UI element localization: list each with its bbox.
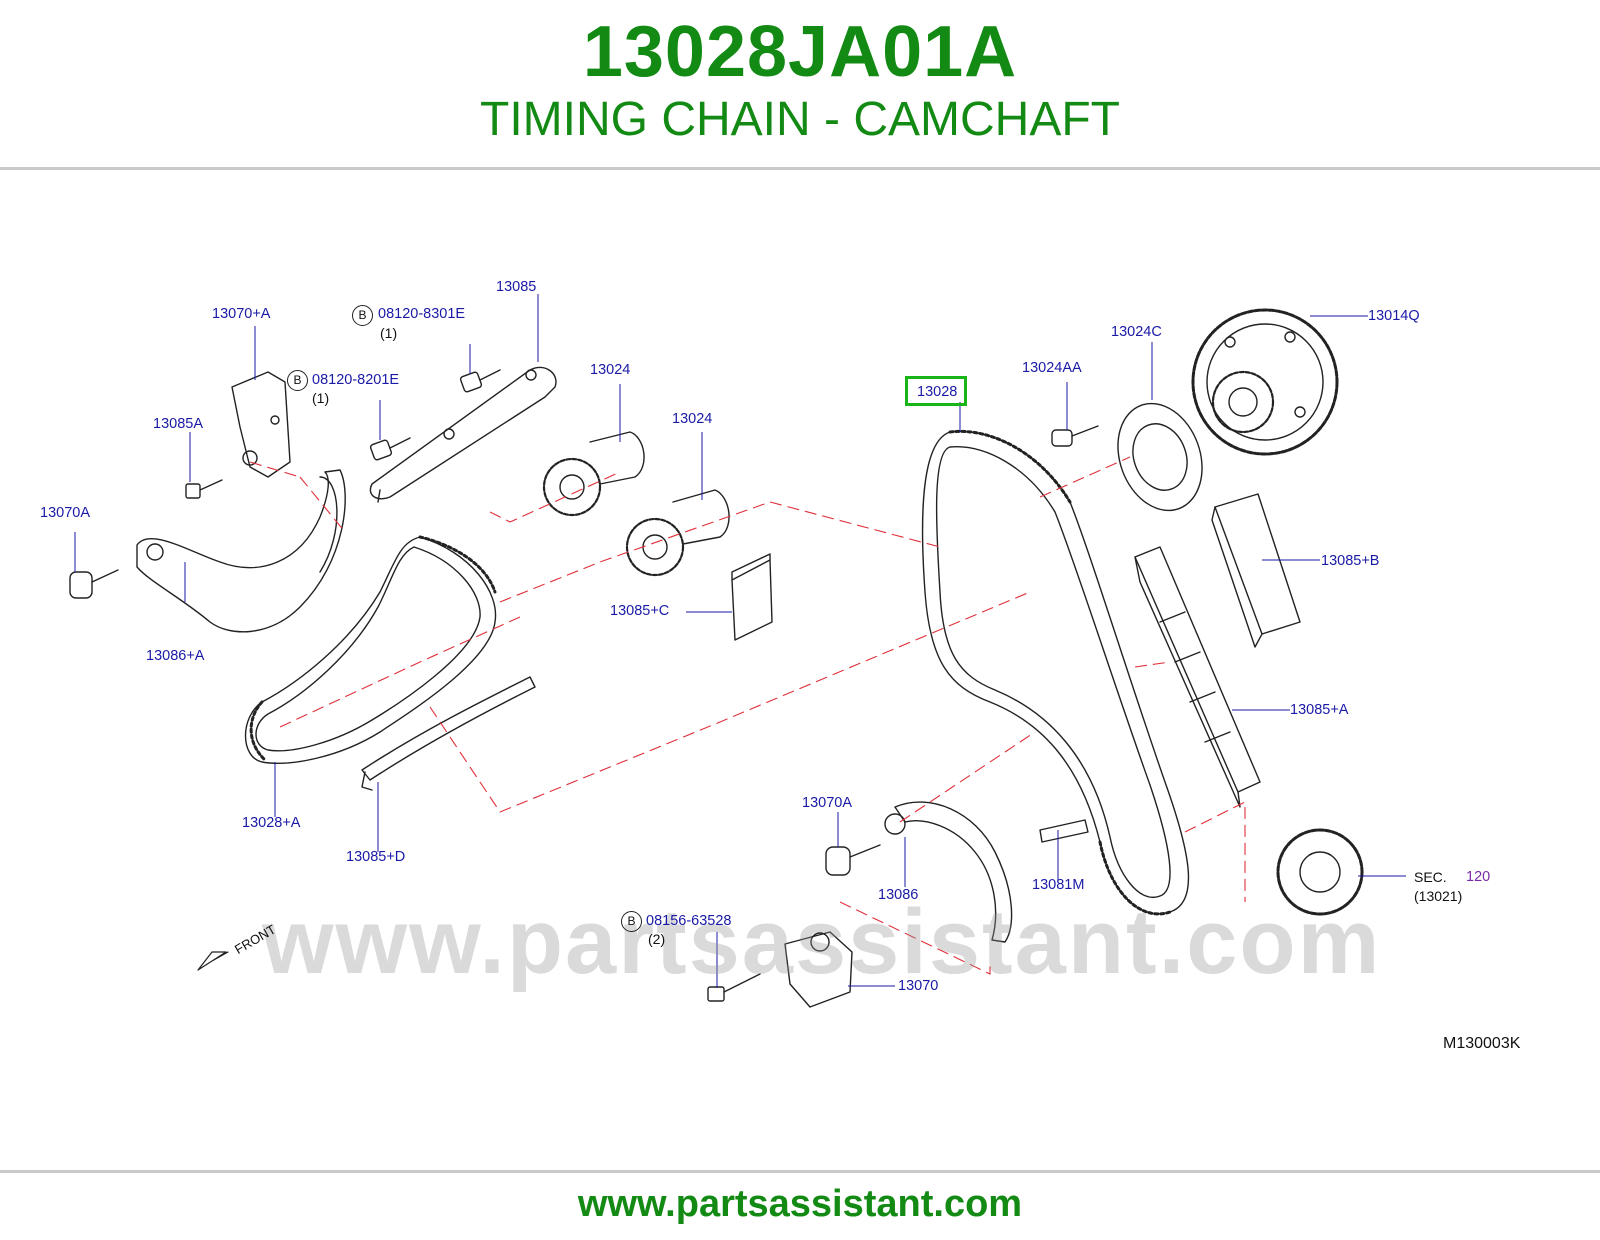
callout-08156-63528[interactable]: 08156-63528 <box>646 913 732 929</box>
assembly-dash-lines <box>249 456 1246 975</box>
callout-13085-c[interactable]: 13085+C <box>610 603 670 619</box>
callout-13070a-lower[interactable]: 13070A <box>802 795 852 811</box>
callout-13024c[interactable]: 13024C <box>1111 324 1162 340</box>
main-timing-chain <box>921 429 1190 916</box>
bolts-left <box>69 369 501 599</box>
part-group-subtitle: TIMING CHAIN - CAMCHAFT <box>480 93 1120 146</box>
part-number-title: 13028JA01A <box>582 12 1018 92</box>
upper-guide <box>369 366 557 503</box>
bolt-badge-icon: B <box>621 911 642 932</box>
bolt-13070a-lower <box>825 844 881 876</box>
footer-site-link[interactable]: www.partsassistant.com <box>577 1183 1023 1225</box>
callout-13024aa[interactable]: 13024AA <box>1022 360 1082 376</box>
left-sprockets <box>542 431 730 577</box>
callout-13014q[interactable]: 13014Q <box>1368 308 1420 324</box>
callout-13085-d[interactable]: 13085+D <box>346 849 406 865</box>
left-timing-chain <box>244 535 497 764</box>
callout-13086[interactable]: 13086 <box>878 887 919 903</box>
callout-13024-upper[interactable]: 13024 <box>590 362 631 378</box>
callout-13070-a[interactable]: 13070+A <box>212 306 271 322</box>
tensioner-arm-left <box>136 469 346 633</box>
highlighted-part-box[interactable]: 13028 <box>905 376 967 406</box>
chain-tensioner-lower <box>784 931 853 1008</box>
watermark-text: www.partsassistant.com <box>262 891 1382 993</box>
callout-13081m[interactable]: 13081M <box>1032 877 1085 893</box>
callout-13085-a[interactable]: 13085+A <box>1290 702 1349 718</box>
parts-diagram: www.partsassistant.com 13070+A B 08120-8… <box>0 262 1600 1082</box>
bolt-08156 <box>707 973 761 1002</box>
sec-label: SEC. <box>1414 869 1447 885</box>
guide-13085b <box>1211 493 1301 648</box>
left-lower-guide <box>361 676 536 791</box>
chain-tensioner-left <box>231 371 291 478</box>
callout-13070[interactable]: 13070 <box>898 978 939 994</box>
qty-08120-8201e: (1) <box>312 390 330 406</box>
bolt-badge-icon: B <box>352 305 373 326</box>
crank-sprocket <box>1276 828 1364 916</box>
callout-13085a[interactable]: 13085A <box>153 416 203 432</box>
bolt-13024aa <box>1051 425 1099 447</box>
sec-reference: (13021) <box>1414 888 1463 904</box>
callout-08120-8301e[interactable]: 08120-8301E <box>378 306 466 322</box>
tensioner-shoe-13086 <box>884 801 1013 943</box>
header-divider <box>0 167 1600 170</box>
qty-08156-63528: (2) <box>648 931 666 947</box>
callout-leaders <box>74 294 1406 988</box>
bolt-badge-icon: B <box>287 370 308 391</box>
callout-13085[interactable]: 13085 <box>496 279 537 295</box>
callout-13070a-left[interactable]: 13070A <box>40 505 90 521</box>
diagram-code: M130003K <box>1443 1035 1521 1052</box>
callout-08120-8201e[interactable]: 08120-8201E <box>312 372 400 388</box>
guide-bracket-13085c <box>731 553 773 641</box>
callout-13085-b[interactable]: 13085+B <box>1321 553 1380 569</box>
callout-13028[interactable]: 13028 <box>917 384 958 400</box>
callout-13086-a[interactable]: 13086+A <box>146 648 205 664</box>
footer-divider <box>0 1170 1600 1173</box>
pin-13081m <box>1039 819 1089 843</box>
guide-13085a <box>1134 546 1261 808</box>
front-arrow <box>197 951 229 971</box>
page-header: 13028JA01A TIMING CHAIN - CAMCHAFT <box>0 0 1600 170</box>
sec-number-link[interactable]: 120 <box>1466 869 1491 885</box>
exploded-view-drawing <box>69 294 1406 1008</box>
camshaft-plate-13024c <box>1117 402 1203 512</box>
large-sprocket-13014q <box>1191 308 1339 456</box>
qty-08120-8301e: (1) <box>380 325 398 341</box>
callout-13028-a[interactable]: 13028+A <box>242 815 301 831</box>
callout-13024-lower[interactable]: 13024 <box>672 411 713 427</box>
